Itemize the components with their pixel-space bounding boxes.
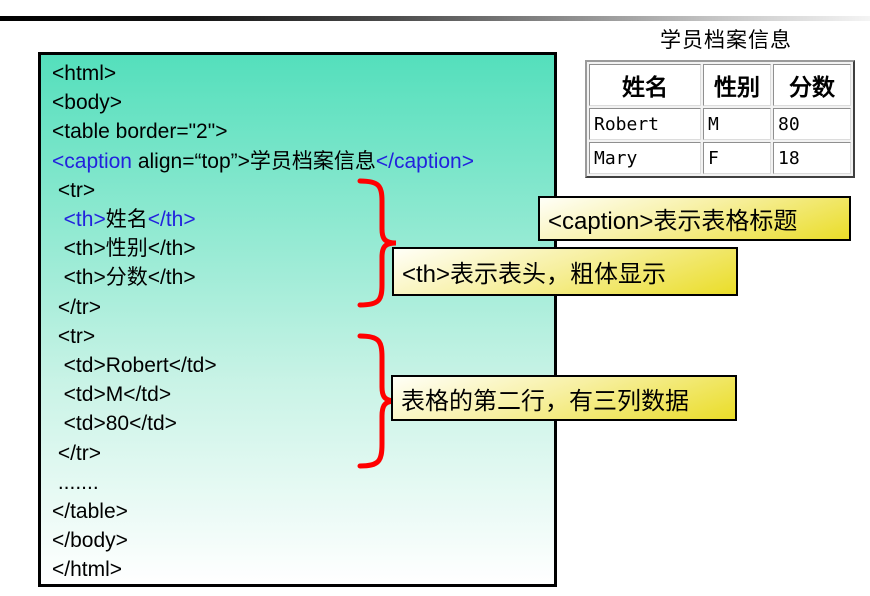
code-line: <html> [52, 59, 554, 88]
code-text: <table border="2"> [52, 120, 228, 144]
code-text: <th>性别</th> [52, 237, 196, 261]
callout-th-note-text: <th>表示表头，粗体显示 [402, 261, 667, 288]
preview-table-cell: Robert [589, 108, 701, 140]
preview-table-cell: M [703, 108, 771, 140]
code-text: </tr> [52, 295, 102, 319]
callout-caption-note-text: <caption>表示表格标题 [548, 208, 798, 235]
code-text: <td>Robert</td> [52, 354, 217, 378]
code-text: </html> [52, 558, 123, 582]
code-line: <body> [52, 88, 554, 117]
code-tag-highlight: </caption> [375, 149, 474, 173]
code-line: <th>分数</th> [52, 263, 554, 292]
callout-second-row-note-text: 表格的第二行，有三列数据 [401, 387, 689, 415]
code-text: <tr> [52, 178, 96, 202]
code-line: ....... [52, 468, 554, 497]
code-line: <tr> [52, 322, 554, 351]
preview-header-cell: 姓名 [589, 64, 701, 106]
code-text: align=“top”>学员档案信息 [131, 149, 376, 173]
code-line: <th>性别</th> [52, 234, 554, 263]
code-line: <table border="2"> [52, 117, 554, 146]
code-line: </table> [52, 497, 554, 526]
code-tag-highlight: <caption [52, 149, 132, 173]
preview-table-caption: 学员档案信息 [660, 28, 792, 52]
code-text: <td>M</td> [52, 383, 172, 407]
code-text: <tr> [52, 324, 96, 348]
code-tag-highlight: <th> [63, 208, 106, 232]
code-lines: <html> <body> <table border="2"> <caption a… [41, 55, 554, 585]
code-text [52, 208, 64, 231]
code-line: </tr> [52, 439, 554, 468]
html-code-panel: <html> <body> <table border="2"> <caption a… [38, 52, 557, 587]
code-text: <td>80</td> [52, 412, 177, 436]
preview-table-cell: Mary [589, 142, 701, 174]
preview-table-cell: F [703, 142, 771, 174]
code-line: </tr> [52, 293, 554, 322]
code-line: </html> [52, 555, 554, 584]
preview-table-cell: 18 [773, 142, 851, 174]
code-line: <tr> [52, 176, 554, 205]
code-text: </table> [52, 500, 128, 524]
preview-table-cell: 80 [773, 108, 851, 140]
code-line: </body> [52, 526, 554, 555]
callout-th-note: <th>表示表头，粗体显示 [392, 247, 738, 296]
code-text: <html> [52, 62, 117, 85]
code-text: ....... [52, 470, 99, 494]
code-text: <body> [52, 91, 123, 115]
code-text: </tr> [52, 441, 102, 465]
callout-caption-note: <caption>表示表格标题 [538, 196, 851, 241]
preview-header-cell: 分数 [773, 64, 851, 106]
code-line: <th>姓名</th> [52, 205, 554, 234]
code-tag-highlight: </th> [147, 208, 196, 232]
top-divider-line [0, 16, 870, 21]
code-line: <td>Robert</td> [52, 351, 554, 380]
code-line: <td>M</td> [52, 380, 554, 409]
code-text: 姓名 [105, 208, 148, 232]
code-line: <td>80</td> [52, 409, 554, 438]
code-text: <th>分数</th> [52, 266, 196, 290]
code-line: <caption align=“top”>学员档案信息</caption> [52, 147, 554, 176]
code-text: </body> [52, 529, 128, 553]
red-brace-header-rows [357, 178, 397, 308]
callout-second-row-note: 表格的第二行，有三列数据 [391, 375, 737, 421]
preview-header-cell: 性别 [703, 64, 771, 106]
preview-header-row: 姓名性别分数 [589, 64, 851, 106]
